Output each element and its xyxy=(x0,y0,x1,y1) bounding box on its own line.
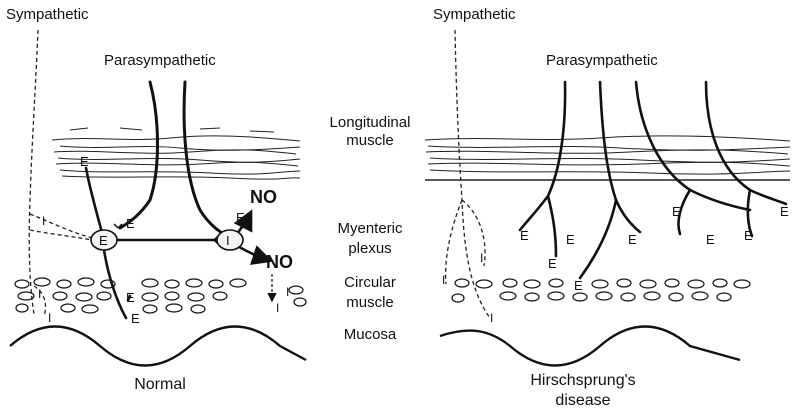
mark-e: E xyxy=(126,216,135,231)
mucosa-wave-disease xyxy=(440,327,740,366)
mark-e: E xyxy=(574,278,583,293)
mucosa-label: Mucosa xyxy=(344,326,397,343)
mark-e: E xyxy=(99,233,108,248)
mark-i: I xyxy=(490,311,493,325)
mark-i: I xyxy=(442,273,445,287)
longitudinal-label: Longitudinal xyxy=(330,114,411,131)
longitudinal-muscle-normal xyxy=(52,128,300,179)
normal-caption: Normal xyxy=(134,376,186,394)
no-label: NO xyxy=(266,252,293,272)
mark-e: E xyxy=(744,228,753,243)
mucosa-wave-normal xyxy=(10,327,306,366)
mark-e: E xyxy=(126,290,135,305)
longitudinal-label-2: muscle xyxy=(346,132,394,149)
myenteric-label: Myenteric xyxy=(337,220,402,237)
mark-e: E xyxy=(780,204,789,219)
hirschsprung-caption: Hirschsprung's xyxy=(530,372,635,390)
mark-e: E xyxy=(236,210,245,225)
hirschsprung-caption-2: disease xyxy=(555,392,610,410)
mark-i: I xyxy=(48,311,51,325)
myenteric-label-2: plexus xyxy=(348,240,391,257)
circular-label: Circular xyxy=(344,274,396,291)
sympathetic-label-normal: Sympathetic xyxy=(6,6,89,23)
mark-i: I xyxy=(480,251,483,265)
mark-e: E xyxy=(520,228,529,243)
inhibitory-neuron-body xyxy=(217,230,243,250)
mark-e: E xyxy=(131,311,140,326)
mark-e: E xyxy=(672,204,681,219)
parasympathetic-label-normal: Parasympathetic xyxy=(104,52,216,69)
mark-i: I xyxy=(286,285,289,299)
normal-panel: E E E E E E I I I I I I NO NO xyxy=(10,30,306,366)
mark-i: I xyxy=(42,214,45,228)
circular-muscle-disease xyxy=(452,279,750,302)
mark-i: I xyxy=(276,301,279,315)
mark-e: E xyxy=(628,232,637,247)
circular-muscle-normal xyxy=(15,278,306,313)
no-label: NO xyxy=(250,187,277,207)
mark-e: E xyxy=(706,232,715,247)
circular-label-2: muscle xyxy=(346,294,394,311)
mark-e: E xyxy=(80,154,89,169)
mark-i: I xyxy=(226,233,230,248)
parasympathetic-fibre-normal xyxy=(120,82,230,238)
parasympathetic-label-disease: Parasympathetic xyxy=(546,52,658,69)
sympathetic-label-disease: Sympathetic xyxy=(433,6,516,23)
mark-e: E xyxy=(566,232,575,247)
sympathetic-fibre-disease xyxy=(446,30,490,318)
mark-e: E xyxy=(548,256,557,271)
hirschsprung-panel: E E E E E E E E E I I I xyxy=(425,30,790,366)
mark-i: I xyxy=(38,287,41,301)
sympathetic-fibre-normal xyxy=(29,30,92,316)
